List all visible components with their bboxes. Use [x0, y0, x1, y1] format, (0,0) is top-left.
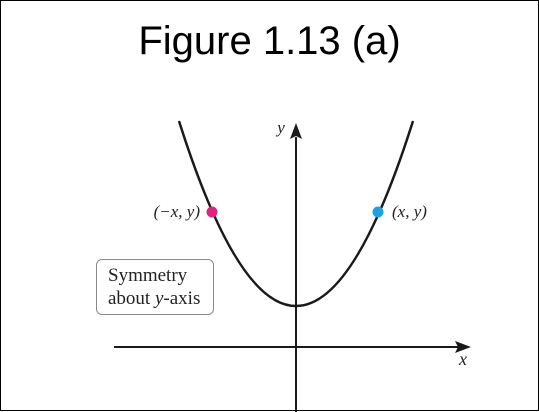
- callout-line2: about y-axis: [108, 287, 213, 310]
- symmetry-callout: Symmetry about y-axis: [96, 259, 214, 315]
- figure-title: Figure 1.13 (a): [138, 19, 401, 63]
- callout-line2-prefix: about: [108, 288, 155, 309]
- y-axis-label: y: [275, 118, 285, 137]
- point-left: [206, 206, 218, 218]
- x-axis-label: x: [458, 349, 467, 369]
- x-axis-arrowhead: [455, 341, 471, 353]
- callout-line1: Symmetry: [108, 265, 188, 286]
- point-right-label: (x, y): [392, 202, 427, 221]
- point-right: [372, 206, 384, 218]
- callout-line2-suffix: -axis: [163, 288, 201, 309]
- y-axis-arrowhead: [290, 123, 302, 139]
- callout-line2-var: y: [154, 288, 164, 309]
- point-left-label: (−x, y): [154, 202, 201, 221]
